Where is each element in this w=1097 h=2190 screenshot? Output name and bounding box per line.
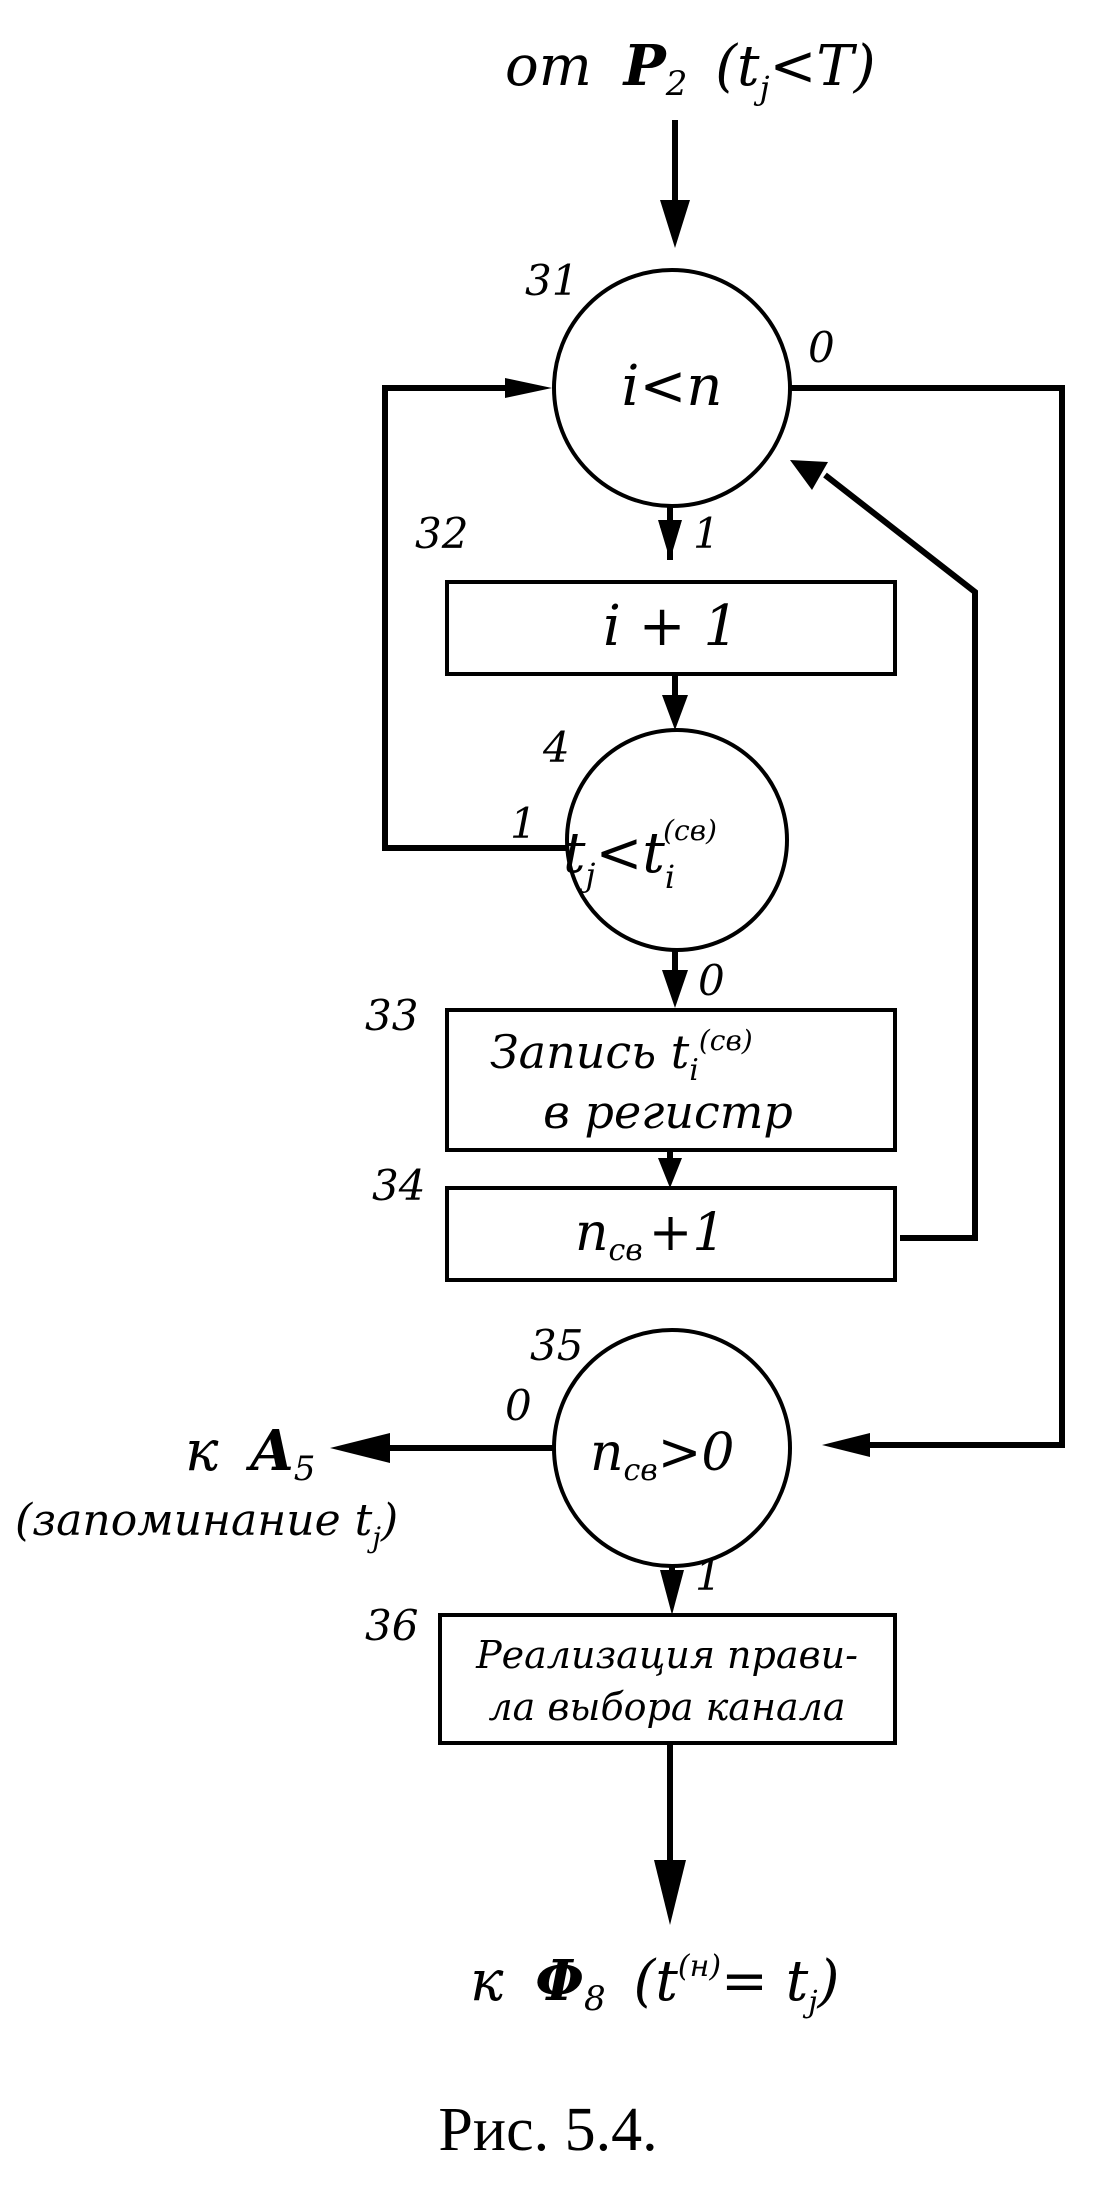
process-36 (438, 1613, 897, 1745)
node-31-id: 31 (525, 256, 578, 305)
input-symbol: P (622, 33, 668, 99)
process-33-line1-main: Запись t (490, 1025, 690, 1079)
process-34-n: n (575, 1203, 609, 1263)
decision-4-tb: <t (595, 821, 665, 886)
node-34-id: 34 (372, 1161, 425, 1210)
arrowhead-4-33 (662, 970, 688, 1008)
decision-31-no-label: 0 (808, 323, 835, 372)
input-label: от P2 (tj<T) (505, 33, 876, 109)
exit-bottom-cond-sup: (н) (678, 1949, 721, 1984)
node-35-id: 35 (530, 1321, 583, 1370)
decision-4 (565, 728, 789, 952)
exit-left-prefix: к (185, 1419, 219, 1484)
exit-left-label: к A5 (185, 1418, 315, 1489)
process-32 (445, 580, 897, 676)
decision-31-text: i<n (622, 354, 723, 419)
exit-bottom-cond-open: (t (634, 1949, 679, 2014)
arrowhead-35-36 (660, 1570, 684, 1615)
no-branch-line (790, 385, 1065, 1448)
node-36-id: 36 (365, 1601, 418, 1650)
arrowhead-33-34 (658, 1158, 682, 1188)
counter-return-line (823, 472, 978, 1241)
arrowhead-31-32 (658, 520, 682, 560)
decision-4-yes-label: 1 (510, 799, 537, 848)
decision-31-yes-label: 1 (693, 509, 720, 558)
process-34 (445, 1186, 897, 1282)
decision-35-sub: св (624, 1453, 658, 1488)
decision-4-ta: t (563, 821, 586, 886)
exit-left-sub: 5 (294, 1449, 316, 1489)
input-condition-close: <T) (769, 34, 875, 99)
arrowhead-loop (505, 378, 552, 398)
node-33-id: 33 (365, 991, 418, 1040)
process-33-line1-sub: i (689, 1053, 699, 1088)
decision-4-tb-sup: (св) (663, 814, 717, 847)
input-sub: 2 (665, 64, 688, 104)
decision-31 (552, 268, 792, 508)
exit-bottom-label: к Φ8 (t(н)= tj) (470, 1948, 839, 2024)
arrowhead-return (790, 460, 828, 490)
decision-35 (552, 1328, 792, 1568)
process-36-line1: Реализация прави- (475, 1633, 858, 1677)
loop-back-line (382, 385, 575, 851)
arrowheads (330, 200, 870, 1925)
exit-left-symbol: A (245, 1418, 293, 1484)
decision-35-text: nсв>0 (590, 1423, 734, 1488)
decision-4-tb-sub: i (665, 858, 675, 896)
process-34-tail: +1 (649, 1203, 726, 1263)
exit-bottom-symbol: Φ (535, 1948, 584, 2014)
process-34-text: nсв+1 (575, 1203, 725, 1268)
exit-left-note-open: (запоминание t (15, 1495, 373, 1546)
decision-35-n: n (590, 1423, 624, 1483)
decision-35-no-label: 0 (505, 1381, 532, 1430)
exit-bottom-prefix: к (470, 1949, 504, 2014)
arrowhead-output (654, 1860, 686, 1925)
process-33-line1: Запись ti(св) (490, 1024, 753, 1088)
process-33 (445, 1008, 897, 1152)
process-36-line2: ла выбора канала (488, 1685, 845, 1729)
decision-4-no-label: 0 (698, 956, 725, 1005)
exit-left-note-close: ) (380, 1495, 398, 1546)
exit-left-note: (запоминание tj) (15, 1495, 398, 1554)
process-33-line2: в регистр (543, 1085, 793, 1139)
input-condition-open: (t (715, 34, 760, 99)
arrowhead-input (660, 200, 690, 248)
exit-bottom-cond-close: ) (817, 1949, 840, 2014)
exit-bottom-cond-mid: = t (721, 1949, 809, 2014)
arrowhead-no-35 (822, 1433, 870, 1457)
node-32-id: 32 (415, 509, 468, 558)
exit-bottom-sub: 8 (584, 1979, 606, 2019)
decision-35-tail: >0 (658, 1423, 735, 1483)
arrowhead-exit-left (330, 1433, 390, 1463)
decision-35-yes-label: 1 (695, 1551, 722, 1600)
process-34-sub: св (609, 1233, 643, 1268)
process-33-line1-sup: (св) (699, 1024, 753, 1057)
arrowhead-32-4 (662, 695, 688, 730)
node-4-id: 4 (542, 723, 570, 772)
process-32-text: i + 1 (603, 594, 739, 659)
figure-caption: Рис. 5.4. (438, 2096, 657, 2164)
decision-4-text: tj<ti(св) (563, 814, 717, 896)
input-prefix: от (505, 34, 592, 99)
